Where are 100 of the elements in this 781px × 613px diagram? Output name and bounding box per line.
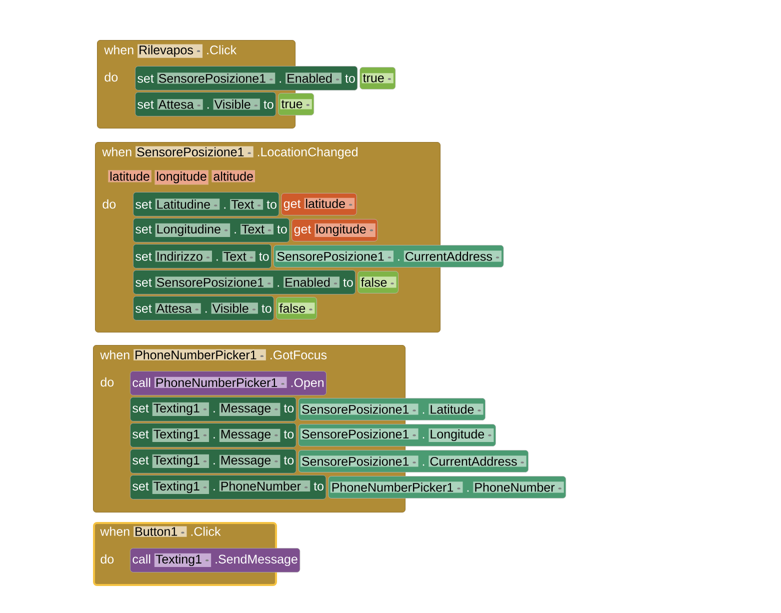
keyword: when [100,526,130,536]
dropdown-field: Enabled [284,276,340,288]
property-getter-block [298,450,529,472]
dropdown-field: Visible [211,302,258,314]
keyword: when [100,350,130,360]
keyword: to [266,200,276,209]
keyword: set [132,404,149,413]
dropdown-field: true [280,99,312,110]
keyword: to [284,456,294,465]
property-getter-block [298,424,496,446]
keyword: to [264,100,274,109]
keyword: get [294,225,312,236]
parameter-field: altitude [212,170,256,182]
dropdown-field: SensorePosizione1 [300,456,418,467]
dropdown-field: PhoneNumberPicker1 [330,482,463,493]
dropdown-field: Rilevapos [138,44,203,58]
keyword: . [206,311,207,313]
keyword: set [136,304,152,313]
keyword: set [138,74,154,83]
dropdown-field: Message [219,428,280,442]
keyword: to [262,304,272,313]
method-call-block [130,371,327,396]
dropdown-field: SensorePosizione1 [157,72,276,84]
keyword: .LocationChanged [258,147,358,159]
setter-block [130,449,296,474]
keyword: . [214,411,215,412]
keyword: to [343,278,353,287]
keyword: . [214,463,215,464]
keyword: . [208,107,209,109]
dropdown-field: Message [219,402,280,416]
dropdown-field: Message [219,454,280,468]
dropdown-field: SensorePosizione1 [136,146,254,158]
keyword: . [224,207,226,209]
keyword: . [234,232,236,234]
boolean-block [278,93,314,116]
setter-block [130,397,296,422]
setter-block [133,218,290,242]
keyword: .GotFocus [270,350,327,360]
keyword: set [132,482,149,491]
keyword: to [345,74,355,83]
keyword: set [136,252,152,261]
dropdown-field: Texting1 [152,428,209,442]
keyword: . [422,437,424,438]
setter-block [133,296,274,320]
dropdown-field: PhoneNumberPicker1 [154,376,287,388]
keyword: set [132,430,149,439]
keyword: . [278,285,279,287]
dropdown-field: latitude [304,198,355,210]
keyword: to [284,430,294,439]
dropdown-field: false [360,276,396,288]
dropdown-field: Texting1 [152,454,209,468]
keyword: set [136,200,152,209]
dropdown-field: Enabled [286,72,342,84]
dropdown-field: Texting1 [152,402,209,416]
keyword: . [467,490,469,492]
dropdown-field: Attesa [155,303,201,314]
dropdown-field: Texting1 [152,480,209,494]
keyword: get [284,200,301,211]
dropdown-field: Latitudine [155,198,220,210]
keyword: .Click [191,526,221,536]
keyword: . [216,259,218,261]
keyword: . [214,489,215,490]
keyword: set [136,225,152,234]
keyword: set [138,100,154,109]
dropdown-field: SensorePosizione1 [300,428,418,440]
parameter-field: latitude [108,170,152,182]
dropdown-field: Longitudine [155,223,230,238]
keyword: do [102,199,116,209]
dropdown-field: Texting1 [154,553,212,568]
keyword: . [280,81,281,83]
dropdown-field: CurrentAddress [428,456,526,467]
dropdown-field: longitude [314,223,376,238]
keyword: do [100,377,114,387]
keyword: .Click [207,45,237,54]
keyword: . [422,464,424,466]
dropdown-field: Longitude [428,428,494,442]
setter-block [133,192,280,216]
property-getter-block [328,476,566,498]
keyword: when [104,45,134,54]
dropdown-field: false [278,302,315,314]
keyword: . [214,437,215,438]
dropdown-field: Button1 [134,526,187,537]
dropdown-field: Indirizzo [155,250,212,262]
boolean-block [360,67,396,90]
keyword: do [104,72,118,82]
setter-block [135,66,358,90]
dropdown-field: CurrentAddress [404,250,502,262]
keyword: to [277,225,287,234]
keyword: .SendMessage [216,554,298,566]
method-call-block [130,548,300,572]
keyword: do [100,554,114,564]
setter-block [130,423,296,448]
dropdown-field: Visible [213,98,260,110]
boolean-block [276,297,317,320]
dropdown-field: PhoneNumber [219,480,310,492]
dropdown-field: Latitude [428,404,484,415]
property-getter-block [274,245,504,268]
dropdown-field: true [362,73,394,84]
property-getter-block [298,398,486,420]
setter-block [133,244,272,268]
